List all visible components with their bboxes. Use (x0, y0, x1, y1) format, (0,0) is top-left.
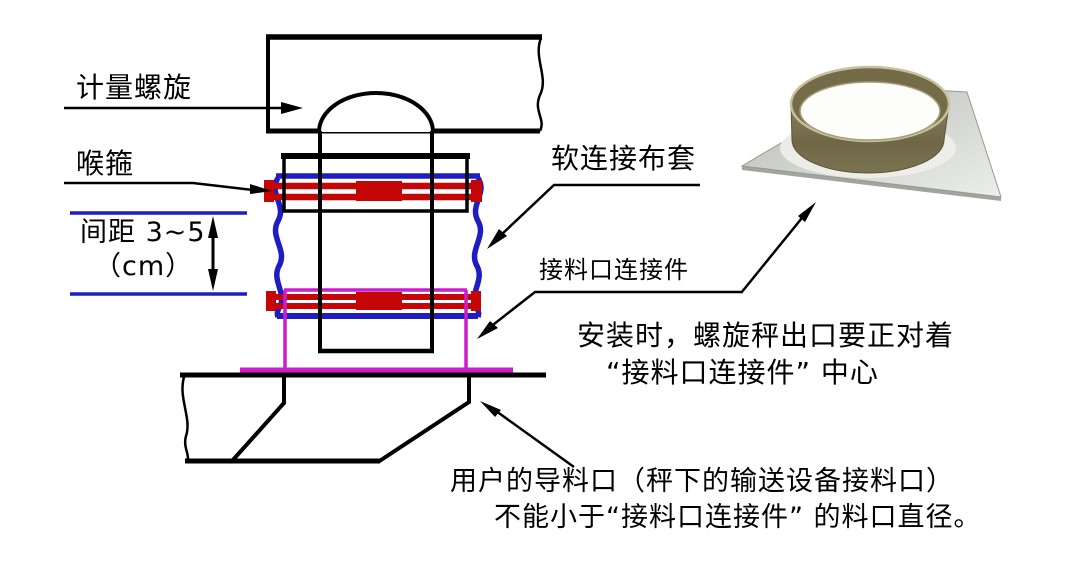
photo-pointer-arrow (740, 202, 816, 294)
arrow-line (495, 409, 575, 469)
photo-ring-rim (789, 65, 951, 143)
outlet-tube (318, 131, 434, 354)
spacing-arrowhead-up (208, 216, 218, 238)
spacing-label-line1: 间距 3~5 (80, 217, 206, 248)
leader-line (64, 181, 254, 192)
user-note-line1: 用户的导料口（秤下的输送设备接料口） (450, 466, 954, 497)
leader-soft-sleeve (487, 183, 700, 249)
outlet-dome (317, 91, 435, 133)
soft-sleeve-label: 软连接布套 (551, 142, 697, 175)
photo-ring-hole (800, 82, 940, 140)
leader-line (488, 290, 741, 329)
clamp-end-cap (266, 291, 276, 311)
leader-hose-clamp (64, 181, 272, 194)
arrowhead (798, 202, 816, 222)
housing-break-line (536, 37, 545, 132)
leader-inlet-connector (477, 290, 741, 339)
soft-sleeve (272, 173, 484, 319)
connector-photo (740, 65, 1002, 201)
arrow-line (740, 212, 807, 294)
hopper-pointer-arrow (480, 401, 575, 469)
spacing-arrowhead-down (208, 269, 218, 291)
hopper-left-edge (230, 377, 286, 463)
metering-screw-label: 计量螺旋 (76, 71, 193, 104)
dome-mask (319, 93, 433, 132)
spacing-dimension (70, 211, 247, 296)
receiving-equipment (180, 372, 546, 464)
equipment-break-line (181, 376, 190, 462)
dome-arc (317, 91, 435, 133)
install-note-line2: “接料口连接件” 中心 (606, 356, 879, 389)
hose-clamp-lower (266, 291, 481, 311)
spacing-label-line2: （cm） (94, 251, 194, 282)
clamp-screw-block (356, 292, 402, 310)
sleeve-left-wave (272, 176, 285, 318)
arrowhead (480, 401, 501, 417)
clamp-end-cap (471, 180, 482, 202)
arrowhead (477, 321, 498, 339)
arrowhead (250, 184, 272, 194)
photo-ring-inner-edge (799, 81, 941, 141)
collar (281, 153, 470, 213)
hose-clamp-upper (264, 180, 482, 202)
hopper-right-edge (376, 377, 471, 464)
inlet-connector-label: 接料口连接件 (539, 256, 689, 284)
leader-metering-screw (64, 102, 303, 114)
leader-line (500, 183, 700, 236)
arrowhead (487, 229, 507, 249)
hose-clamp-label: 喉箍 (76, 147, 135, 180)
inlet-connector-outline (240, 288, 513, 373)
clamp-end-cap (471, 291, 481, 311)
arrowhead (281, 102, 303, 114)
user-note-line2: 不能小于“接料口连接件” 的料口直径。 (494, 502, 982, 533)
install-note-line1: 安装时，螺旋秤出口要正对着 (577, 319, 955, 352)
sleeve-right-wave (471, 176, 484, 318)
photo-plate-side (742, 166, 1001, 201)
clamp-screw-block (356, 181, 402, 201)
